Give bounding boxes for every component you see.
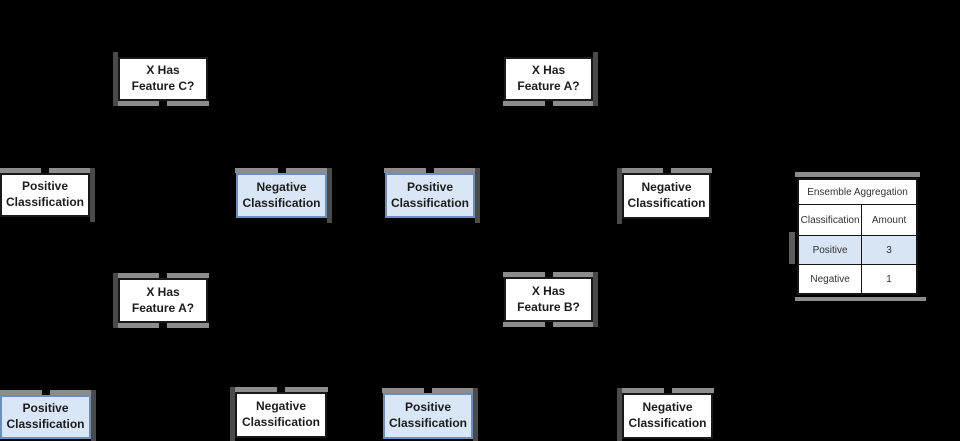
table-title: Ensemble Aggregation (799, 180, 916, 205)
node-label-line: Classification (388, 416, 468, 430)
table-row-negative: Negative 1 (799, 265, 916, 293)
connector-shadow-top (0, 168, 91, 173)
connector-shadow-top (0, 390, 92, 395)
connector-shadow-bottom (117, 101, 209, 106)
node-label-line: Negative (255, 399, 307, 414)
connector-shadow-top (234, 387, 328, 392)
node-label-line: Positive (21, 179, 69, 194)
table-cell-negative-label: Negative (799, 265, 863, 293)
table-shadow-top (795, 172, 920, 177)
node-label-line: Feature B? (517, 299, 580, 314)
connector-stub (277, 387, 285, 392)
node-label-line: X Has (146, 284, 180, 299)
node-label-line: Classification (242, 195, 321, 210)
box-shadow-bar-right (593, 272, 598, 327)
connector-shadow-top (621, 388, 714, 393)
table-shadow-bottom (795, 297, 926, 301)
connector-shadow-bottom (503, 322, 594, 327)
box-shadow-bar-right (90, 168, 95, 222)
node-label-line: X Has (531, 283, 566, 298)
connector-stub (426, 168, 434, 173)
node-label-line: X Has (146, 63, 180, 78)
table-header-row: Classification Amount (799, 205, 916, 236)
connector-stub (159, 273, 167, 278)
connector-shadow-top (235, 168, 328, 173)
node-label-line: Negative (641, 180, 692, 195)
table-header-amount: Amount (871, 214, 907, 226)
node-label-line: Feature A? (131, 300, 195, 315)
node-label-line: Feature A? (517, 79, 580, 93)
box-shadow-bar-left (113, 52, 118, 106)
node-label-line: Classification (390, 195, 470, 210)
connector-stub (544, 322, 553, 327)
node-label-line: Classification (628, 416, 707, 430)
connector-shadow-top (503, 272, 594, 277)
box-shadow-bar-left (113, 273, 118, 328)
connector-shadow-bottom (117, 323, 209, 328)
node-label-line: Classification (6, 417, 85, 431)
connector-stub (159, 323, 167, 328)
box-shadow-bar-right (473, 388, 478, 441)
connector-stub (41, 168, 49, 173)
connector-shadow-top (384, 168, 476, 173)
table-row-positive: Positive 3 (799, 236, 916, 265)
connector-shadow-top (621, 168, 712, 173)
node-label-line: Classification (5, 195, 85, 209)
connector-stub (277, 168, 286, 173)
connector-stub (424, 388, 432, 393)
connector-shadow-top (382, 388, 474, 393)
box-shadow-bar-left (230, 387, 235, 441)
table-cell-negative-amount: 1 (886, 273, 892, 285)
node-label-line: Positive (406, 179, 454, 194)
ensemble-aggregation-table: Ensemble Aggregation Classification Amou… (789, 172, 926, 301)
box-shadow-bar-right (91, 390, 96, 441)
node-label-line: Classification (241, 415, 321, 429)
table-header-classification: Classification (799, 205, 863, 235)
connector-stub (159, 101, 167, 106)
connector-stub (544, 101, 553, 106)
table-shadow-left (789, 232, 795, 264)
box-shadow-bar-left (617, 168, 622, 224)
connector-stub (544, 272, 553, 277)
connector-shadow-bottom (503, 101, 594, 106)
node-label-line: Classification (627, 196, 706, 210)
table-cell-positive-label: Positive (799, 236, 863, 264)
node-label-line: Positive (404, 400, 452, 415)
node-label-line: Negative (256, 179, 307, 194)
connector-stub (663, 388, 672, 393)
connector-shadow-top (117, 273, 209, 278)
node-label-line: Negative (642, 400, 693, 415)
node-label-line: Positive (22, 401, 69, 416)
box-shadow-bar-right (593, 52, 598, 106)
node-label-line: Feature C? (131, 79, 195, 93)
table-cell-positive-amount: 3 (886, 244, 892, 256)
box-shadow-bar-right (475, 168, 480, 223)
node-label-line: X Has (531, 63, 566, 78)
box-shadow-bar-right (327, 168, 332, 223)
box-shadow-bar-left (617, 388, 622, 441)
connector-stub (41, 390, 50, 395)
connector-stub (662, 168, 671, 173)
